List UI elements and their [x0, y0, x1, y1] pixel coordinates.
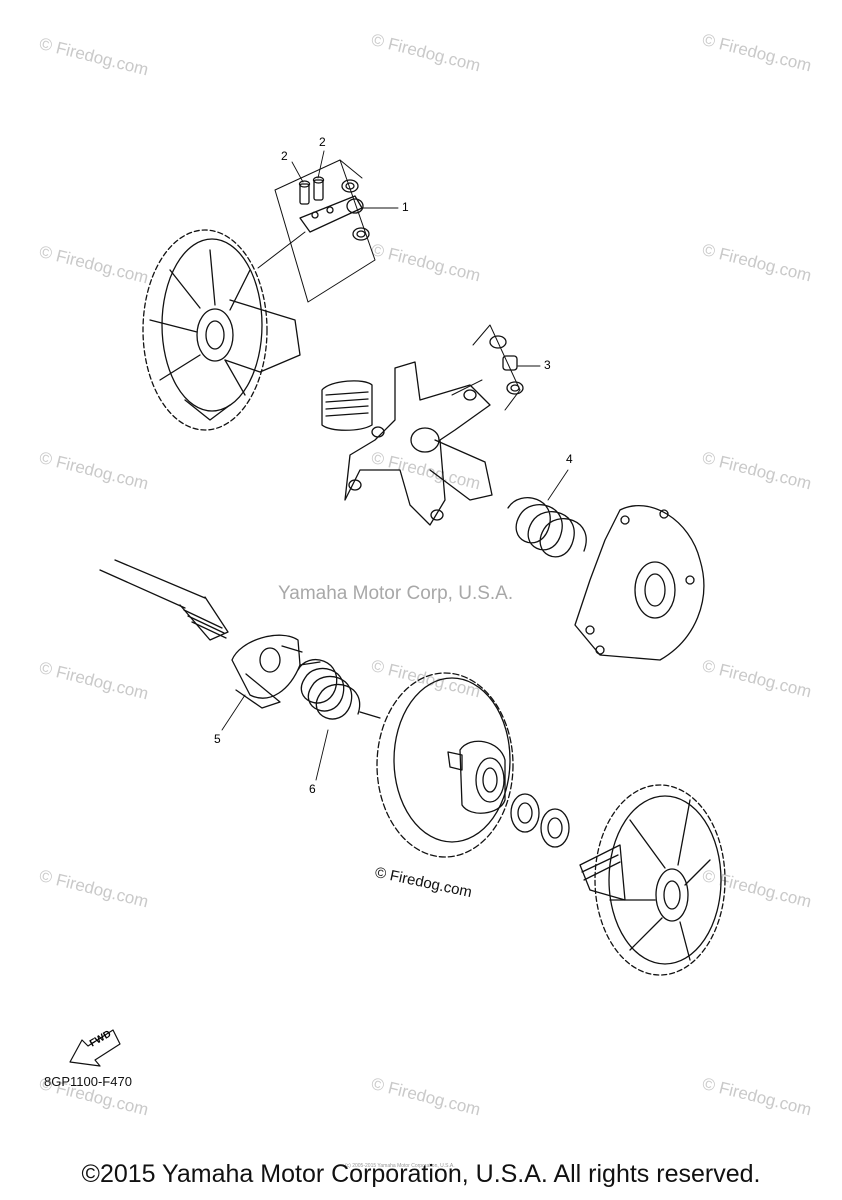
callout-label: 5 [214, 732, 221, 746]
shaft [99, 559, 229, 641]
callout-label: 2 [281, 149, 288, 163]
fwd-arrow-icon [69, 1029, 121, 1067]
fixed-sheave [579, 784, 726, 976]
bracket-group-3 [451, 324, 521, 411]
roller-part-3 [489, 335, 524, 395]
weight-plate-part-1 [299, 179, 370, 241]
callout-label: 4 [566, 452, 573, 466]
tiny-notice: (c) 2005-2015 Yamaha Motor Corporation, … [345, 1163, 455, 1169]
primary-sheave [142, 229, 301, 431]
diagram-code: 8GP1100-F470 [44, 1074, 132, 1089]
center-watermark: Yamaha Motor Corp, U.S.A. [278, 583, 514, 604]
pin-part-2 [312, 176, 325, 201]
callout-label: 3 [544, 358, 551, 372]
spider-hub [321, 361, 493, 526]
spring-part-4 [507, 497, 587, 558]
washer [510, 793, 540, 833]
washer [540, 808, 570, 848]
spring-part-6 [297, 659, 381, 720]
copyright-notice: ©2015 Yamaha Motor Corporation, U.S.A. A… [81, 1160, 761, 1188]
callout-leaders [221, 150, 569, 781]
bracket-group-1-2 [257, 159, 376, 303]
cam-plate [574, 505, 705, 661]
callout-label: 6 [309, 782, 316, 796]
callout-label: 1 [402, 200, 409, 214]
pin-part-2 [298, 180, 311, 205]
cam-part-5 [231, 634, 303, 709]
secondary-sheave [376, 672, 514, 858]
callout-label: 2 [319, 135, 326, 149]
